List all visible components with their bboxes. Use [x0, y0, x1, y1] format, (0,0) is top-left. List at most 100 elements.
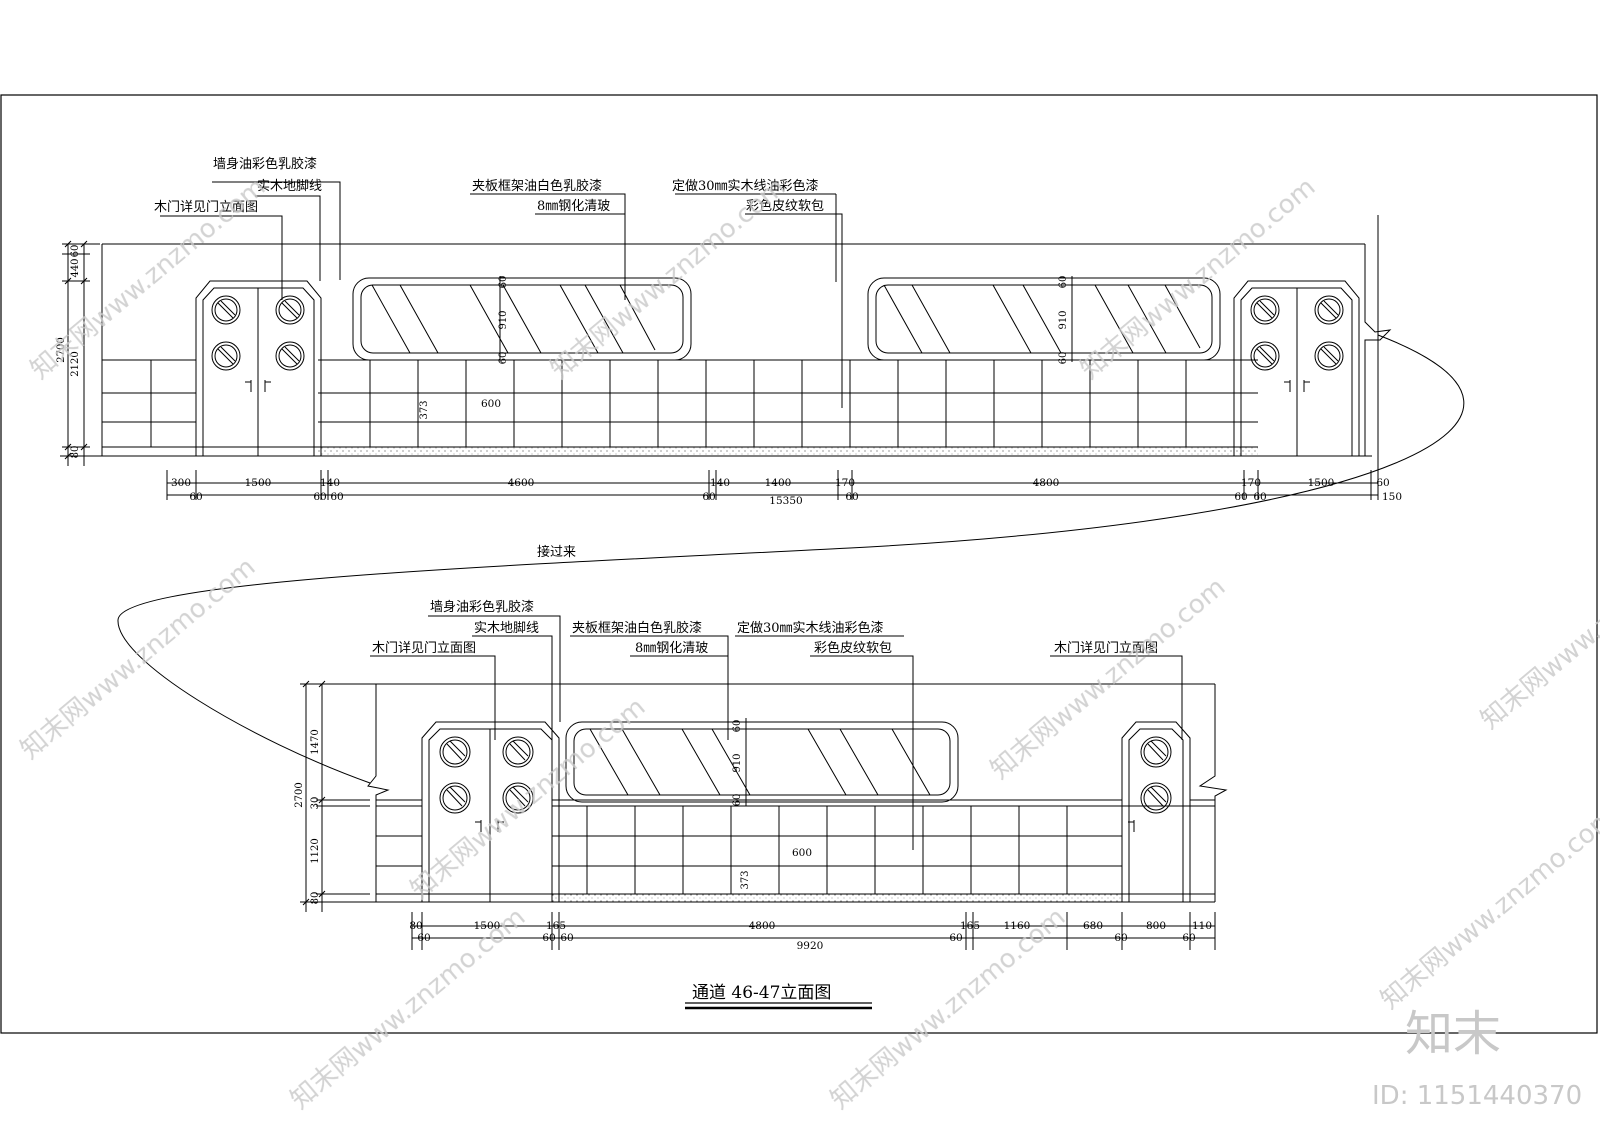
hdim1-10: 60	[1376, 477, 1389, 489]
label-leather: 彩色皮纹软包	[746, 198, 824, 214]
hdim1-7: 4800	[1033, 477, 1060, 489]
drawing-title: 通道 46-47立面图	[692, 983, 831, 1003]
lhdim1-3: 4800	[749, 920, 776, 932]
watermark-id: ID: 1151440370	[1372, 1081, 1582, 1111]
lower-label-frame-paint: 夹板框架油白色乳胶漆	[572, 620, 702, 636]
lhdim1-4: 165	[960, 920, 980, 932]
lower-door-right	[1121, 721, 1191, 902]
vdim-3: 2120	[70, 351, 81, 376]
label-glass: 8㎜钢化清玻	[537, 199, 610, 214]
door-left	[195, 280, 322, 456]
lhdim1-2: 165	[546, 920, 566, 932]
hdim2-5: 60	[1234, 491, 1247, 503]
lhdim2-5: 60	[1182, 932, 1195, 944]
upper-total-dim: 15350	[769, 495, 802, 507]
lower-total-dim: 9920	[797, 940, 824, 952]
win-l-dim-1: 910	[498, 310, 509, 329]
watermark-text-7: 知末网www.znzmo.com	[1475, 522, 1600, 735]
lower-label-door-ref-right: 木门详见门立面图	[1054, 641, 1158, 656]
lvdim-0: 1470	[310, 729, 321, 754]
vdim-0: 60	[70, 245, 81, 258]
lower-panel-width: 600	[792, 847, 812, 859]
lower-label-wood-line: 定做30㎜实木线油彩色漆	[737, 620, 884, 636]
connector-note: 接过来	[537, 544, 576, 560]
lower-label-door-ref: 木门详见门立面图	[372, 641, 476, 656]
label-wood-line: 定做30㎜实木线油彩色漆	[672, 178, 819, 194]
hdim2-2: 60	[330, 491, 343, 503]
upper-horizontal-dims	[166, 470, 1379, 500]
hdim2-0: 60	[189, 491, 202, 503]
watermark-text-8: 知末网www.znzmo.com	[285, 902, 531, 1115]
lower-label-wall-paint: 墙身油彩色乳胶漆	[430, 599, 534, 615]
watermark-text-4: 知末网www.znzmo.com	[15, 552, 261, 765]
win-r-dim-1: 910	[1058, 310, 1069, 329]
window-right	[867, 276, 1221, 362]
lower-annotations: 墙身油彩色乳胶漆 实木地脚线 木门详见门立面图 夹板框架油白色乳胶漆 8㎜钢化清…	[372, 599, 1158, 656]
watermark-text-5: 知末网www.znzmo.com	[405, 692, 651, 905]
lower-dim-text: 1470 2700 30 1120 80 60 910 60 600 373 8…	[294, 720, 1212, 952]
lhdim1-5: 1160	[1004, 920, 1031, 932]
window-left	[352, 276, 692, 362]
watermark-brand: 知末	[1405, 1006, 1501, 1062]
win-r-dim-0: 60	[1058, 276, 1069, 289]
hdim1-0: 300	[171, 477, 191, 489]
lhdim2-0: 60	[417, 932, 430, 944]
panel-grid	[369, 360, 1235, 447]
upper-dim-text: 60 440 2700 2120 80 60 910 60 60 910 60 …	[56, 245, 1402, 507]
lwin-dim-2: 60	[732, 794, 743, 807]
lvdim-2: 30	[310, 797, 321, 810]
label-wall-paint: 墙身油彩色乳胶漆	[213, 156, 317, 172]
lhdim2-3: 60	[949, 932, 962, 944]
hdim1-8: 170	[1241, 477, 1261, 489]
hdim1-3: 4600	[508, 477, 535, 489]
lower-label-leather: 彩色皮纹软包	[814, 640, 892, 656]
vdim-1: 440	[70, 258, 81, 277]
label-door-ref: 木门详见门立面图	[154, 200, 258, 215]
lower-panel-height: 373	[740, 870, 751, 889]
hdim1-5: 1400	[765, 477, 792, 489]
lhdim2-2: 60	[560, 932, 573, 944]
upper-annotations: 墙身油彩色乳胶漆 实木地脚线 木门详见门立面图 夹板框架油白色乳胶漆 8㎜钢化清…	[154, 156, 824, 215]
lower-horizontal-dims	[411, 912, 1216, 950]
panel-height: 373	[419, 400, 430, 419]
label-baseboard: 实木地脚线	[257, 178, 322, 194]
baseboard-hatch	[318, 447, 1258, 456]
lhdim1-8: 110	[1192, 920, 1212, 932]
lhdim2-1: 60	[542, 932, 555, 944]
hdim2-4: 60	[845, 491, 858, 503]
hdim2-6: 60	[1253, 491, 1266, 503]
door-right	[1233, 280, 1360, 456]
lwin-dim-0: 60	[732, 720, 743, 733]
watermark-text-1: 知末网www.znzmo.com	[25, 172, 271, 385]
hdim1-9: 1500	[1308, 477, 1335, 489]
hdim2-1: 60	[313, 491, 326, 503]
vdim-2: 2700	[56, 337, 67, 362]
lhdim1-6: 680	[1083, 920, 1103, 932]
watermark-group: 知末网www.znzmo.com 知末网www.znzmo.com 知末网www…	[15, 172, 1600, 1115]
win-l-dim-2: 60	[498, 352, 509, 365]
hdim1-2: 140	[320, 477, 340, 489]
win-l-dim-0: 60	[498, 276, 509, 289]
lower-panel-grid	[586, 806, 1068, 894]
hdim1-1: 1500	[245, 477, 272, 489]
hdim2-7: 150	[1382, 491, 1402, 503]
lower-vertical-dims	[300, 680, 372, 912]
win-r-dim-2: 60	[1058, 352, 1069, 365]
lhdim1-7: 800	[1146, 920, 1166, 932]
upper-leaders	[160, 181, 843, 408]
lower-window	[565, 718, 959, 806]
lhdim1-1: 1500	[474, 920, 501, 932]
hdim1-6: 170	[835, 477, 855, 489]
lhdim1-0: 80	[409, 920, 422, 932]
lhdim2-4: 60	[1114, 932, 1127, 944]
lwin-dim-1: 910	[732, 753, 743, 772]
lower-label-glass: 8㎜钢化清玻	[635, 641, 708, 656]
lower-leaders	[370, 615, 1183, 850]
vdim-4: 80	[70, 446, 81, 459]
watermark-text-10: 知末网www.znzmo.com	[1375, 802, 1600, 1015]
lower-elevation	[300, 615, 1228, 1010]
lvdim-3: 1120	[310, 838, 321, 863]
label-frame-paint: 夹板框架油白色乳胶漆	[472, 178, 602, 194]
